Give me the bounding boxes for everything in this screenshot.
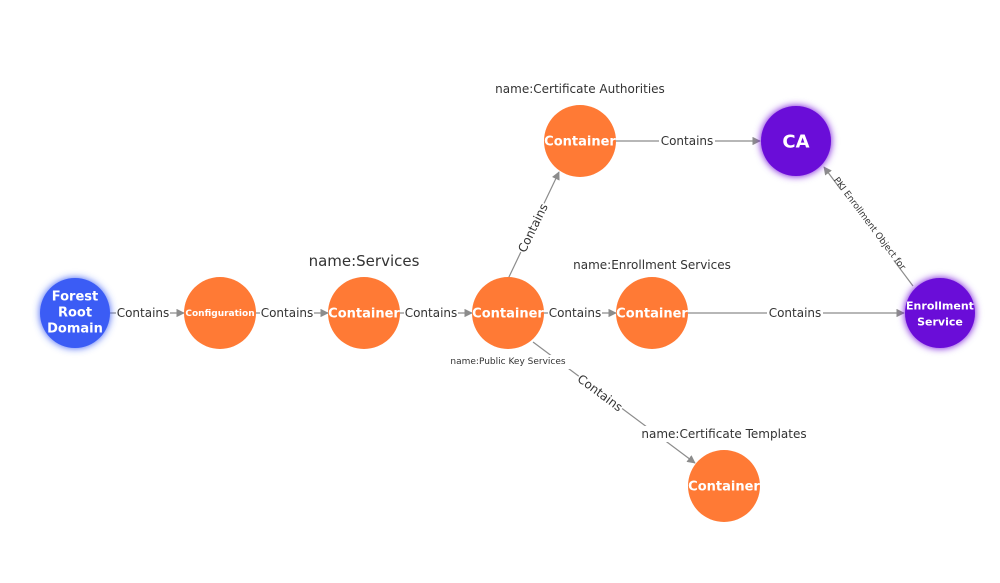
node-annotation: name:Public Key Services <box>450 357 565 367</box>
node-configuration[interactable]: Configuration <box>184 277 256 349</box>
edge-enrollment-services-to-enrollment-service: Contains <box>688 305 905 321</box>
edge-enrollment-service-to-ca: PKI Enrollment Object for <box>823 166 914 287</box>
node-annotation: name:Services <box>309 252 420 270</box>
edge-label: PKI Enrollment Object for <box>831 176 907 273</box>
node-label: Container <box>544 135 616 150</box>
node-label: Configuration <box>185 309 254 319</box>
node-label: Container <box>616 307 688 322</box>
node-public-key-services-container[interactable]: Container name:Public Key Services <box>445 277 571 369</box>
edge-label: Contains <box>405 306 458 320</box>
edge-label: Contains <box>549 306 602 320</box>
node-label: CA <box>782 132 809 153</box>
node-label-line: Root <box>58 306 92 321</box>
node-enrollment-service[interactable]: Enrollment Service <box>905 278 975 348</box>
node-annotation: name:Enrollment Services <box>573 258 731 272</box>
node-label: Container <box>688 480 760 495</box>
edge-services-to-public-key-services: Contains <box>400 305 473 321</box>
edge-configuration-to-services: Contains <box>256 305 329 321</box>
edge-root-to-configuration: Contains <box>110 305 185 321</box>
node-annotation: name:Certificate Authorities <box>495 82 665 96</box>
node-label: Container <box>328 307 400 322</box>
edge-label: Contains <box>575 372 625 415</box>
node-label: Container <box>472 307 544 322</box>
node-annotation: name:Certificate Templates <box>641 427 806 441</box>
node-label-line: Service <box>917 316 963 329</box>
node-label-line: Enrollment <box>906 300 974 313</box>
node-forest-root-domain[interactable]: Forest Root Domain <box>40 278 110 348</box>
edge-label: Contains <box>261 306 314 320</box>
edge-public-key-services-to-enrollment-services: Contains <box>544 305 617 321</box>
edge-public-key-services-to-certificate-authorities: Contains <box>507 171 560 280</box>
node-certificate-templates-container[interactable]: Container name:Certificate Templates <box>638 426 810 522</box>
edge-certificate-authorities-to-ca: Contains <box>616 133 761 149</box>
node-services-container[interactable]: Container name:Services <box>309 252 420 349</box>
node-label-line: Forest <box>52 290 98 305</box>
edge-label: Contains <box>515 201 551 254</box>
node-label-line: Domain <box>47 322 103 337</box>
node-ca[interactable]: CA <box>761 106 831 176</box>
edge-label: Contains <box>661 134 714 148</box>
node-certificate-authorities-container[interactable]: Container name:Certificate Authorities <box>495 82 665 177</box>
edge-label: Contains <box>117 306 170 320</box>
node-enrollment-services-container[interactable]: Container name:Enrollment Services <box>573 258 731 349</box>
edge-label: Contains <box>769 306 822 320</box>
